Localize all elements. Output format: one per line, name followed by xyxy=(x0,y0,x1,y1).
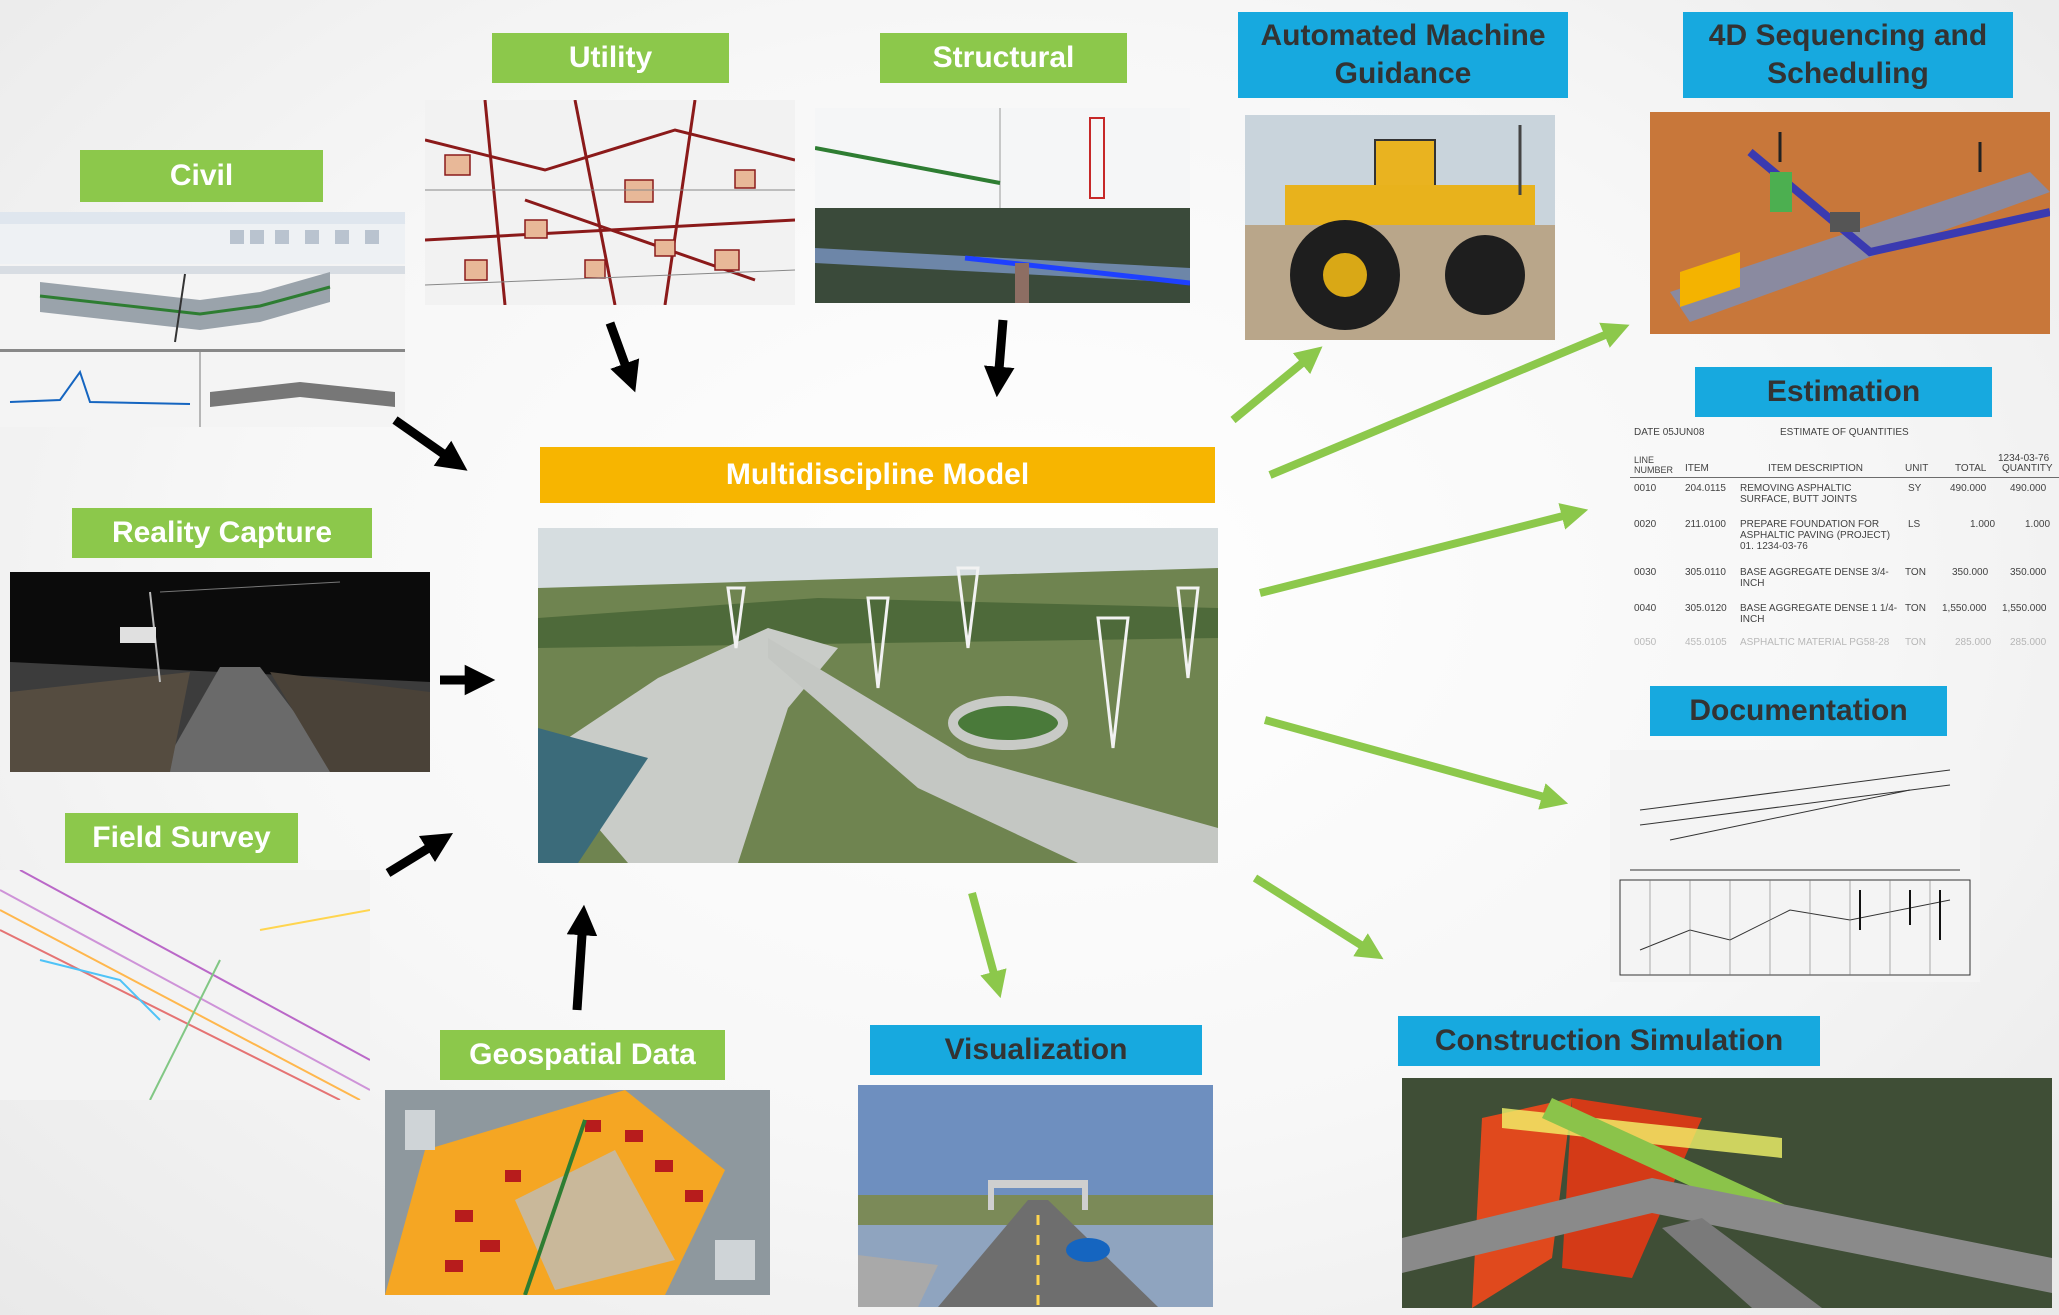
col-unit: UNIT xyxy=(1905,463,1929,474)
row-desc: BASE AGGREGATE DENSE 1 1/4-INCH xyxy=(1740,603,1898,625)
row-desc: BASE AGGREGATE DENSE 3/4-INCH xyxy=(1740,567,1889,589)
row-total: 285.000 xyxy=(1955,637,1992,648)
row-unit: LS xyxy=(1908,519,1921,530)
row-item: 204.0115 xyxy=(1685,483,1726,494)
row-desc: PREPARE FOUNDATION FOR ASPHALTIC PAVING … xyxy=(1740,519,1891,552)
row-item: 305.0110 xyxy=(1685,567,1726,578)
label-estimation: Estimation xyxy=(1695,367,1992,417)
row-item: 305.0120 xyxy=(1685,603,1727,614)
label-construction-sim: Construction Simulation xyxy=(1398,1016,1820,1066)
estimate-date: DATE 05JUN08 xyxy=(1634,427,1705,438)
label-sequencing: 4D Sequencing and Scheduling xyxy=(1683,12,2013,98)
arrow-documentation xyxy=(1263,716,1569,810)
row-unit: SY xyxy=(1908,483,1922,494)
col-qty: QUANTITY xyxy=(2002,463,2053,474)
structural-thumbnail xyxy=(815,108,1190,303)
row-qty: 490.000 xyxy=(2010,483,2047,494)
col-desc: ITEM DESCRIPTION xyxy=(1768,463,1864,474)
arrow-utility xyxy=(605,321,640,393)
machine-guidance-thumbnail xyxy=(1245,115,1555,340)
geospatial-thumbnail xyxy=(385,1090,770,1295)
multidiscipline-model-image xyxy=(538,528,1218,863)
arrow-construction-sim xyxy=(1252,874,1384,960)
row-total: 1,550.000 xyxy=(1942,603,1987,614)
row-total: 1.000 xyxy=(1970,519,1996,530)
label-geospatial: Geospatial Data xyxy=(440,1030,725,1080)
arrow-structural xyxy=(983,319,1015,398)
row-line: 0030 xyxy=(1634,567,1657,578)
label-field-survey: Field Survey xyxy=(65,813,298,863)
construction-sim-thumbnail xyxy=(1402,1078,2052,1308)
row-unit: TON xyxy=(1905,567,1926,578)
arrow-field-survey xyxy=(385,832,454,877)
row-qty: 1,550.000 xyxy=(2002,603,2047,614)
col-total: TOTAL xyxy=(1955,463,1987,474)
utility-thumbnail xyxy=(425,100,795,305)
label-civil: Civil xyxy=(80,150,323,202)
label-utility: Utility xyxy=(492,33,729,83)
civil-thumbnail xyxy=(0,212,405,427)
row-item: 455.0105 xyxy=(1685,637,1727,648)
field-survey-thumbnail xyxy=(0,870,370,1100)
label-multidiscipline-model: Multidiscipline Model xyxy=(540,447,1215,503)
label-machine-guidance: Automated Machine Guidance xyxy=(1238,12,1568,98)
estimate-project: 1234-03-76 xyxy=(1998,453,2050,464)
estimate-table: DATE 05JUN08 ESTIMATE OF QUANTITIES 1234… xyxy=(1630,425,2059,650)
row-qty: 350.000 xyxy=(2010,567,2047,578)
row-line: 0010 xyxy=(1634,483,1657,494)
row-line: 0040 xyxy=(1634,603,1657,614)
col-line: LINE NUMBER xyxy=(1634,455,1674,475)
estimate-heading: ESTIMATE OF QUANTITIES xyxy=(1780,427,1909,438)
row-unit: TON xyxy=(1905,637,1926,648)
label-structural: Structural xyxy=(880,33,1127,83)
row-desc: ASPHALTIC MATERIAL PG58-28 xyxy=(1740,637,1890,648)
row-line: 0020 xyxy=(1634,519,1657,530)
row-qty: 285.000 xyxy=(2010,637,2047,648)
arrow-estimation xyxy=(1259,503,1589,597)
arrow-geospatial xyxy=(566,904,598,1011)
row-line: 0050 xyxy=(1634,637,1657,648)
arrow-sequencing xyxy=(1268,322,1630,479)
visualization-thumbnail xyxy=(858,1085,1213,1307)
row-item: 211.0100 xyxy=(1685,519,1726,530)
label-visualization: Visualization xyxy=(870,1025,1202,1075)
row-qty: 1.000 xyxy=(2025,519,2051,530)
label-reality-capture: Reality Capture xyxy=(72,508,372,558)
reality-capture-thumbnail xyxy=(10,572,430,772)
col-item: ITEM xyxy=(1685,463,1709,474)
arrow-visualization xyxy=(968,891,1007,999)
arrow-machine-guidance xyxy=(1230,346,1323,424)
row-total: 490.000 xyxy=(1950,483,1987,494)
row-total: 350.000 xyxy=(1952,567,1989,578)
row-desc: REMOVING ASPHALTIC SURFACE, BUTT JOINTS xyxy=(1740,483,1858,505)
documentation-thumbnail xyxy=(1610,750,1980,982)
row-unit: TON xyxy=(1905,603,1926,614)
sequencing-thumbnail xyxy=(1650,112,2050,334)
label-documentation: Documentation xyxy=(1650,686,1947,736)
